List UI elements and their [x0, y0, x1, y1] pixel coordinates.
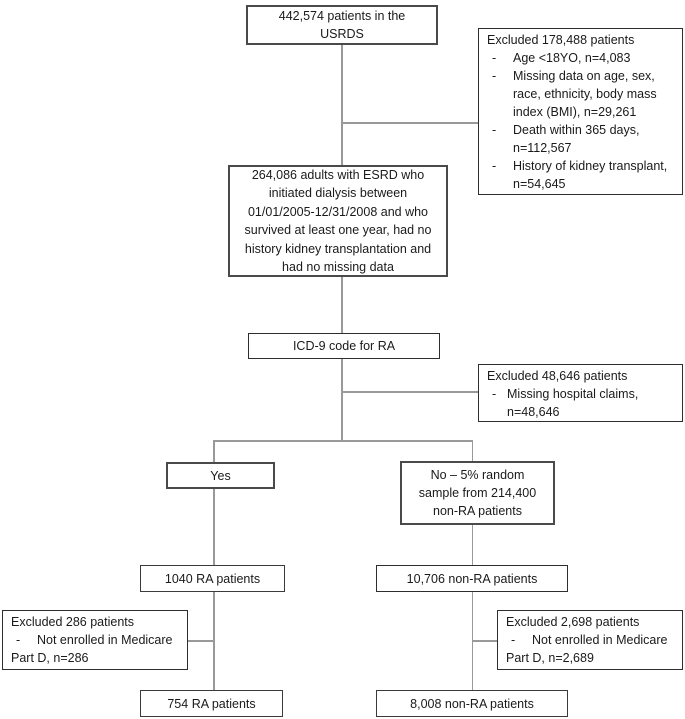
excluded-initial-box: Excluded 178,488 patients - Age <18YO, n…	[478, 28, 683, 195]
ra-cohort-box: 1040 RA patients	[140, 565, 285, 592]
connector-branch-to-yes	[213, 440, 215, 463]
esrd-cohort-box: 264,086 adults with ESRD who initiated d…	[228, 165, 448, 277]
connector-to-excluded-initial	[341, 122, 478, 124]
excluded-nonra-item: - Not enrolled in Medicare	[506, 631, 676, 649]
nonra-final-text: 8,008 non-RA patients	[410, 696, 534, 711]
dash-bullet: -	[492, 159, 497, 173]
connector-icd9-to-branch	[341, 359, 343, 441]
dash-bullet: -	[492, 123, 497, 137]
branch-yes-text: Yes	[210, 468, 231, 483]
connector-to-excluded-ra	[188, 640, 214, 642]
nonra-cohort-box: 10,706 non-RA patients	[376, 565, 568, 592]
excluded-claims-title: Excluded 48,646 patients	[487, 369, 628, 383]
connector-to-excluded-nonra	[471, 640, 498, 642]
usrds-total-text: 442,574 patients in the USRDS	[278, 9, 406, 41]
excluded-ra-item: - Not enrolled in Medicare	[11, 631, 181, 649]
excluded-ra-title: Excluded 286 patients	[11, 615, 135, 629]
excluded-ra-tail: Part D, n=286	[11, 651, 89, 665]
nonra-cohort-text: 10,706 non-RA patients	[406, 571, 538, 586]
icd9-text: ICD-9 code for RA	[292, 339, 396, 353]
connector-branch-to-no	[471, 440, 473, 462]
branch-no-box: No – 5% random sample from 214,400 non-R…	[400, 461, 555, 525]
connector-esrd-to-icd9	[341, 277, 343, 334]
connector-yes-to-ra1040	[213, 488, 215, 566]
connector-no-to-nonra10706	[471, 524, 473, 566]
branch-yes-box: Yes	[166, 462, 275, 489]
connector-to-excluded-claims	[341, 391, 478, 393]
ra-cohort-text: 1040 RA patients	[164, 571, 261, 586]
connector-usrds-to-esrd	[341, 45, 343, 166]
excluded-nonra-title: Excluded 2,698 patients	[506, 615, 640, 629]
excluded-initial-item: - History of kidney transplant, n=54,645	[487, 157, 676, 193]
excluded-claims-item: - Missing hospital claims, n=48,646	[487, 385, 676, 421]
excluded-ra-box: Excluded 286 patients - Not enrolled in …	[2, 610, 188, 670]
branch-no-text: No – 5% random sample from 214,400 non-R…	[418, 468, 537, 518]
usrds-total-box: 442,574 patients in the USRDS	[246, 5, 438, 45]
excluded-claims-box: Excluded 48,646 patients - Missing hospi…	[478, 364, 683, 422]
dash-bullet: -	[16, 633, 21, 647]
excluded-initial-item: - Death within 365 days, n=112,567	[487, 121, 676, 157]
excluded-initial-title: Excluded 178,488 patients	[487, 33, 635, 47]
dash-bullet: -	[492, 51, 497, 65]
dash-bullet: -	[511, 633, 516, 647]
excluded-nonra-tail: Part D, n=2,689	[506, 651, 594, 665]
excluded-nonra-box: Excluded 2,698 patients - Not enrolled i…	[497, 610, 683, 670]
dash-bullet: -	[492, 69, 497, 83]
icd9-box: ICD-9 code for RA	[248, 333, 440, 359]
connector-branch-horizontal	[213, 440, 473, 442]
nonra-final-box: 8,008 non-RA patients	[376, 690, 568, 717]
excluded-initial-item: - Age <18YO, n=4,083	[487, 49, 676, 67]
excluded-initial-item: - Missing data on age, sex, race, ethnic…	[487, 67, 676, 121]
esrd-cohort-text: 264,086 adults with ESRD who initiated d…	[244, 167, 432, 275]
ra-final-text: 754 RA patients	[167, 696, 256, 711]
ra-final-box: 754 RA patients	[140, 690, 283, 717]
dash-bullet: -	[492, 387, 497, 401]
